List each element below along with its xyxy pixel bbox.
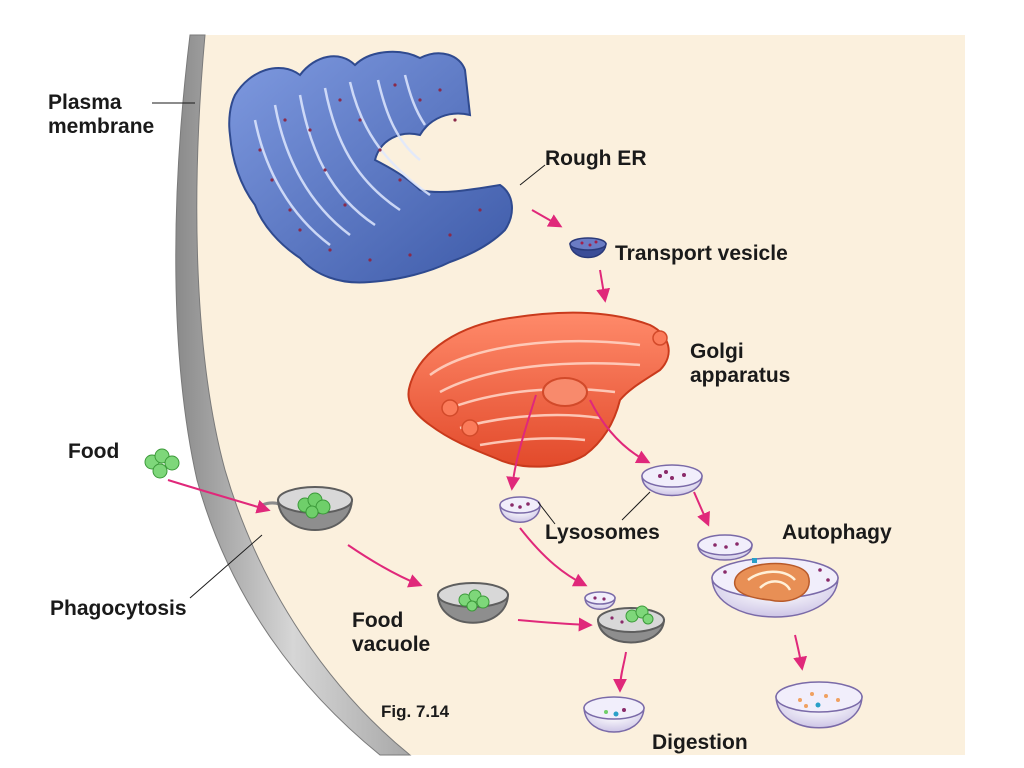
label-digestion: Digestion: [652, 731, 748, 754]
leader-lines: [152, 102, 651, 599]
label-autophagy: Autophagy: [782, 521, 892, 544]
digestion-vesicle: [583, 696, 645, 733]
lysosome-vesicle: [641, 464, 703, 497]
label-lysosomes: Lysosomes: [545, 521, 660, 544]
golgi-apparatus: [407, 311, 670, 468]
rough-er: [228, 50, 513, 284]
label-plasma-membrane: Plasma membrane: [48, 91, 155, 138]
label-phagocytosis: Phagocytosis: [50, 597, 187, 620]
figure-number: Fig. 7.14: [381, 702, 450, 721]
pathway-arrows: [167, 209, 808, 693]
autophagy-vesicle: [697, 534, 839, 618]
label-food: Food: [68, 440, 120, 463]
lysosome-vesicle: [499, 496, 541, 523]
food-particle: [144, 448, 180, 479]
digestion-vesicle: [775, 681, 863, 729]
label-golgi-apparatus: Golgi apparatus: [690, 340, 791, 387]
label-rough-er: Rough ER: [545, 147, 647, 170]
label-transport-vesicle: Transport vesicle: [615, 242, 788, 265]
phagocytic-vacuole: [276, 486, 354, 531]
label-food-vacuole: Food vacuole: [352, 609, 431, 656]
fusing-lysosome: [584, 591, 666, 644]
transport-vesicle: [569, 237, 607, 259]
food-vacuole: [436, 582, 510, 624]
